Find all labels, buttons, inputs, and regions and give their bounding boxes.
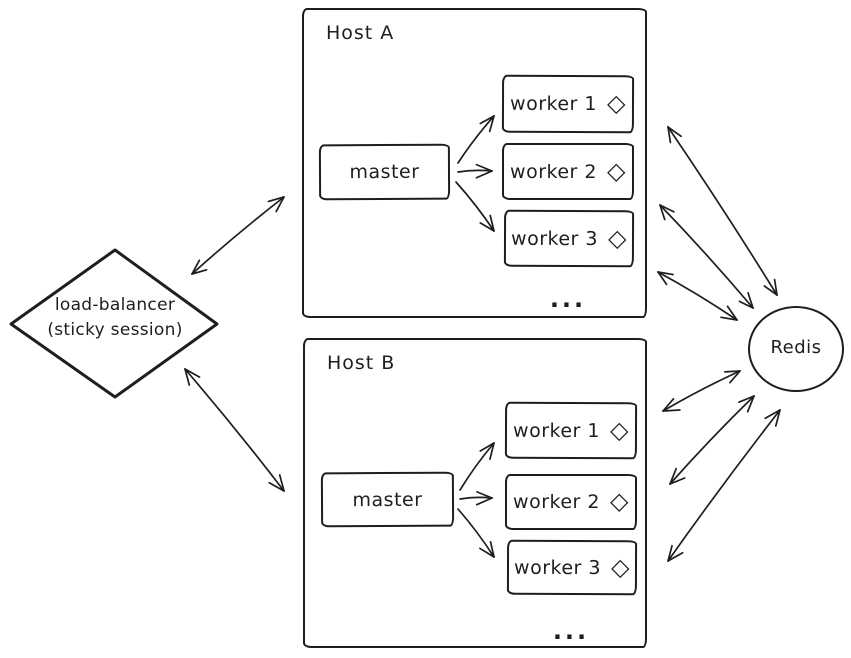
diamond-icon: ◇	[607, 91, 626, 115]
worker-node-b2: worker 2 ◇	[505, 474, 637, 530]
host-a-title: Host A	[326, 22, 394, 44]
diamond-icon: ◇	[608, 226, 627, 250]
load-balancer-line2: (sticky session)	[24, 318, 206, 343]
master-node-a: master	[319, 144, 450, 201]
diamond-icon: ◇	[610, 489, 629, 513]
worker-label: worker 2	[513, 491, 600, 513]
more-workers-ellipsis: ...	[502, 294, 634, 304]
load-balancer-label: load-balancer (sticky session)	[24, 293, 206, 342]
worker-node-a2: worker 2 ◇	[502, 143, 634, 200]
host-b-box: Host B master worker 1 ◇ worker 2 ◇ work…	[303, 338, 647, 648]
worker-node-a1: worker 1 ◇	[502, 75, 634, 133]
host-a-box: Host A master worker 1 ◇ worker 2 ◇ work…	[302, 8, 647, 318]
diamond-icon: ◇	[611, 555, 630, 579]
worker-node-b3: worker 3 ◇	[507, 540, 637, 595]
worker-label: worker 2	[510, 161, 597, 183]
redis-label: Redis	[756, 337, 836, 358]
diamond-icon: ◇	[607, 159, 626, 183]
master-node-b: master	[321, 472, 454, 528]
master-label: master	[349, 161, 419, 183]
worker-label: worker 3	[514, 556, 601, 578]
worker-label: worker 1	[510, 93, 597, 115]
host-b-title: Host B	[327, 352, 395, 374]
worker-node-a3: worker 3 ◇	[504, 210, 634, 267]
diamond-icon: ◇	[610, 418, 629, 442]
worker-node-b1: worker 1 ◇	[505, 402, 637, 459]
load-balancer-line1: load-balancer	[24, 293, 206, 318]
more-workers-ellipsis: ...	[505, 626, 637, 636]
worker-label: worker 3	[511, 227, 598, 249]
master-label: master	[352, 488, 422, 510]
worker-label: worker 1	[513, 419, 600, 441]
